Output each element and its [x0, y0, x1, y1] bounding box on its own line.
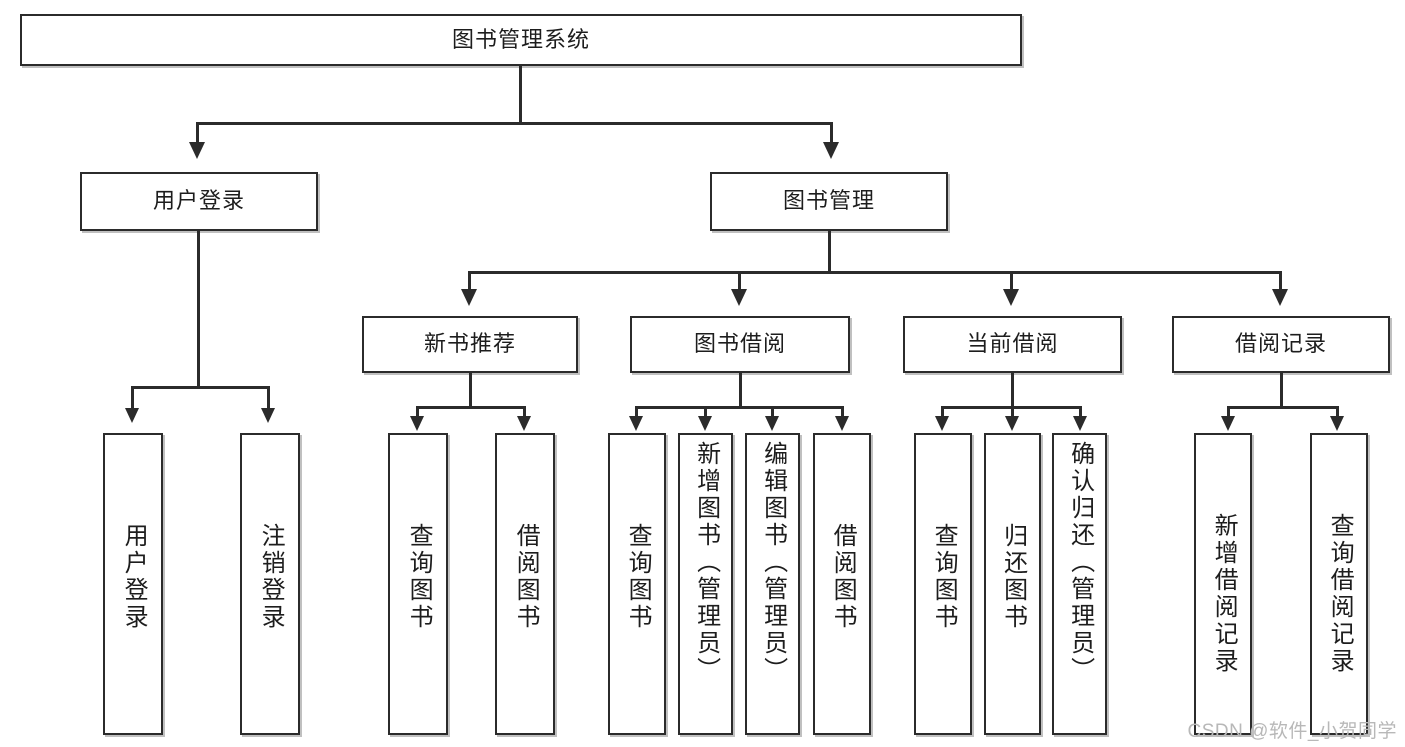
node-label: 图书管理 — [782, 188, 875, 214]
arrowhead-to-current-borrow — [1003, 289, 1019, 306]
arrowhead-leaf-query-record — [1330, 416, 1344, 431]
leaf-label: 编辑图书（管理员） — [759, 441, 787, 684]
arrowhead-to-new-book — [461, 289, 477, 306]
connector-user-login-stem — [197, 231, 200, 386]
leaf-query-book-recommend[interactable]: 查询图书 — [388, 433, 448, 735]
arrowhead-leaf-add-book — [698, 416, 712, 431]
node-book-management[interactable]: 图书管理 — [710, 172, 948, 231]
connector-book-borrow-drop-2 — [704, 406, 707, 418]
leaf-add-borrow-record[interactable]: 新增借阅记录 — [1194, 433, 1252, 735]
connector-new-book-bus — [416, 406, 526, 409]
connector-user-login-drop-2 — [267, 386, 270, 410]
connector-to-borrow-record — [1279, 271, 1282, 291]
connector-borrow-record-stem — [1280, 373, 1283, 406]
connector-new-book-drop-2 — [523, 406, 526, 418]
connector-book-borrow-drop-1 — [635, 406, 638, 418]
leaf-label: 用户登录 — [120, 523, 148, 631]
arrowhead-leaf-query-book-1 — [410, 416, 424, 431]
leaf-borrow-book-recommend[interactable]: 借阅图书 — [495, 433, 555, 735]
connector-root-to-user-login — [196, 122, 199, 144]
connector-user-login-bus — [131, 386, 270, 389]
connector-book-borrow-drop-3 — [771, 406, 774, 418]
connector-to-current-borrow — [1010, 271, 1013, 291]
leaf-label: 查询借阅记录 — [1326, 513, 1354, 675]
arrowhead-leaf-borrow-book-1 — [517, 416, 531, 431]
arrowhead-leaf-logout — [261, 408, 275, 423]
connector-current-borrow-drop-3 — [1079, 406, 1082, 418]
node-label: 新书推荐 — [423, 331, 516, 357]
leaf-label: 确认归还（管理员） — [1066, 441, 1094, 684]
node-new-book-recommend[interactable]: 新书推荐 — [362, 316, 578, 373]
leaf-logout[interactable]: 注销登录 — [240, 433, 300, 735]
connector-current-borrow-drop-2 — [1011, 406, 1014, 418]
arrowhead-leaf-query-book-3 — [935, 416, 949, 431]
connector-root-bus — [196, 122, 833, 125]
connector-borrow-record-drop-2 — [1336, 406, 1339, 418]
arrowhead-leaf-confirm-return — [1073, 416, 1087, 431]
leaf-borrow-book[interactable]: 借阅图书 — [813, 433, 871, 735]
leaf-confirm-return[interactable]: 确认归还（管理员） — [1052, 433, 1107, 735]
arrowhead-leaf-user-login — [125, 408, 139, 423]
leaf-label: 查询图书 — [930, 523, 958, 631]
node-label: 用户登录 — [152, 188, 245, 214]
arrowhead-leaf-add-record — [1221, 416, 1235, 431]
connector-root-stem — [519, 66, 522, 122]
connector-to-new-book — [468, 271, 471, 291]
connector-current-borrow-stem — [1011, 373, 1014, 406]
arrowhead-to-book-mgmt — [823, 142, 839, 159]
connector-book-borrow-stem — [739, 373, 742, 406]
node-current-borrow[interactable]: 当前借阅 — [903, 316, 1122, 373]
connector-book-mgmt-bus — [468, 271, 1282, 274]
arrowhead-leaf-return-book — [1005, 416, 1019, 431]
node-book-borrow[interactable]: 图书借阅 — [630, 316, 850, 373]
arrowhead-to-user-login — [189, 142, 205, 159]
leaf-label: 归还图书 — [999, 523, 1027, 631]
arrowhead-leaf-edit-book — [765, 416, 779, 431]
leaf-query-book-borrow[interactable]: 查询图书 — [608, 433, 666, 735]
connector-user-login-drop-1 — [131, 386, 134, 410]
leaf-user-login[interactable]: 用户登录 — [103, 433, 163, 735]
leaf-label: 注销登录 — [257, 523, 285, 631]
connector-root-to-book-mgmt — [830, 122, 833, 144]
connector-borrow-record-drop-1 — [1227, 406, 1230, 418]
leaf-label: 新增借阅记录 — [1210, 513, 1238, 675]
connector-borrow-record-bus — [1227, 406, 1339, 409]
node-borrow-record[interactable]: 借阅记录 — [1172, 316, 1390, 373]
leaf-query-borrow-record[interactable]: 查询借阅记录 — [1310, 433, 1368, 735]
arrowhead-to-borrow-record — [1272, 289, 1288, 306]
connector-to-book-borrow — [738, 271, 741, 291]
connector-book-borrow-drop-4 — [841, 406, 844, 418]
arrowhead-to-book-borrow — [731, 289, 747, 306]
connector-new-book-drop-1 — [416, 406, 419, 418]
node-label: 图书借阅 — [693, 331, 786, 357]
leaf-add-book[interactable]: 新增图书（管理员） — [678, 433, 733, 735]
node-label: 借阅记录 — [1234, 331, 1327, 357]
node-label: 当前借阅 — [966, 331, 1059, 357]
connector-book-mgmt-stem — [828, 231, 831, 271]
node-user-login[interactable]: 用户登录 — [80, 172, 318, 231]
leaf-edit-book[interactable]: 编辑图书（管理员） — [745, 433, 800, 735]
connector-current-borrow-drop-1 — [941, 406, 944, 418]
node-label: 图书管理系统 — [451, 26, 590, 52]
leaf-label: 借阅图书 — [512, 523, 540, 631]
leaf-query-book-current[interactable]: 查询图书 — [914, 433, 972, 735]
leaf-label: 查询图书 — [405, 523, 433, 631]
arrowhead-leaf-query-book-2 — [629, 416, 643, 431]
connector-new-book-stem — [469, 373, 472, 406]
arrowhead-leaf-borrow-book-2 — [835, 416, 849, 431]
leaf-label: 新增图书（管理员） — [692, 441, 720, 684]
leaf-return-book[interactable]: 归还图书 — [984, 433, 1041, 735]
leaf-label: 查询图书 — [624, 523, 652, 631]
leaf-label: 借阅图书 — [829, 523, 857, 631]
connector-book-borrow-bus — [635, 406, 844, 409]
node-root-system[interactable]: 图书管理系统 — [20, 14, 1022, 66]
